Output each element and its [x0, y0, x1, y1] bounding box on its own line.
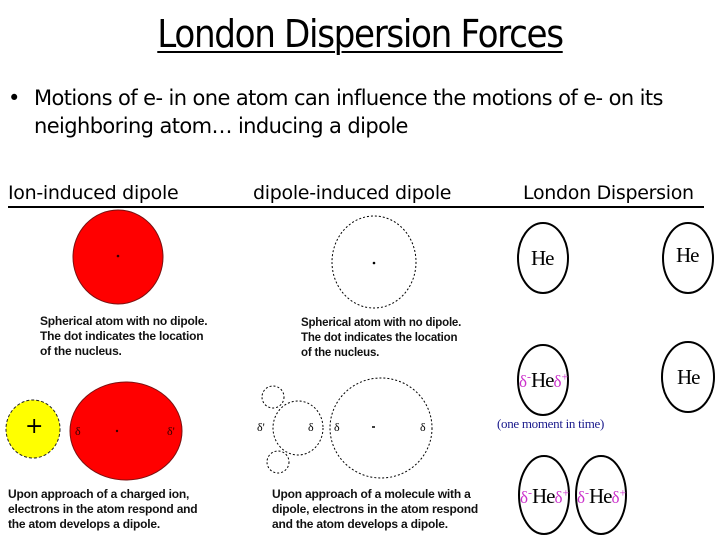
dipole-top-caption: Spherical atom with no dipole. The dot i… [301, 316, 461, 361]
molecule-center-atom [272, 400, 324, 456]
caption-line: and the atom develops a dipole. [272, 517, 448, 531]
minus-sign: - [585, 485, 590, 500]
nucleus-dot [115, 429, 119, 433]
caption-line: of the nucleus. [40, 344, 122, 358]
moment-caption: (one moment in time) [497, 416, 605, 431]
nucleus-dot [116, 254, 120, 258]
caption-line: Upon approach of a charged ion, [8, 487, 190, 501]
header-underline [8, 206, 704, 208]
minus-sign: - [527, 369, 532, 384]
caption-line: Spherical atom with no dipole. [301, 317, 462, 329]
header-dipole-induced: dipole-induced dipole [253, 182, 452, 204]
delta-minus: δ [577, 488, 586, 507]
delta-label: δ [308, 420, 314, 434]
delta-label: δ [420, 420, 426, 434]
delta-minus: δ [519, 372, 528, 391]
delta-plus: δ [553, 372, 562, 391]
delta-label: δ [334, 420, 340, 434]
he-atom-4 [661, 341, 715, 413]
delta-minus: δ [520, 488, 529, 507]
he-atom-1 [517, 222, 569, 294]
he-atom-2 [662, 222, 714, 294]
delta-plus: δ [611, 488, 620, 507]
plus-sign: + [562, 485, 570, 500]
ion-top-caption: Spherical atom with no dipole. The dot i… [40, 314, 208, 359]
bullet-point: • Motions of e- in one atom can influenc… [8, 84, 708, 140]
bullet-text: Motions of e- in one atom can influence … [34, 86, 663, 138]
plus-sign: + [561, 369, 569, 384]
caption-line: dipole, electrons in the atom respond [272, 502, 478, 516]
nucleus-dot [372, 261, 376, 265]
induced-atom-outline [329, 377, 433, 479]
he-atom-3-dipole [517, 344, 569, 416]
caption-line: The dot indicates the location [40, 329, 204, 343]
he-atom-5-dipole [518, 455, 570, 535]
polarized-atom-red [69, 381, 183, 481]
he-text: He [531, 368, 554, 392]
he-dipole-label: δ-Heδ+ [519, 368, 568, 393]
slide-title: London Dispersion Forces [157, 12, 564, 56]
molecule-small-atom-bottom [266, 450, 290, 474]
charged-ion-yellow [5, 399, 61, 459]
he-dipole-label: δ-Heδ+ [577, 484, 626, 509]
he-text: He [589, 484, 612, 508]
header-ion-induced: Ion-induced dipole [8, 182, 179, 204]
he-text: He [532, 484, 555, 508]
caption-line: Spherical atom with no dipole. [40, 314, 208, 328]
he-dipole-label: δ-Heδ+ [520, 484, 569, 509]
plus-sign: + [619, 485, 627, 500]
ion-bottom-caption: Upon approach of a charged ion, electron… [8, 487, 198, 532]
molecule-small-atom-top [261, 385, 285, 409]
header-london-dispersion: London Dispersion [523, 182, 694, 204]
spherical-atom-outline [331, 215, 417, 309]
caption-line: The dot indicates the location [301, 332, 458, 344]
delta-label: δ' [167, 424, 175, 438]
he-label: He [531, 246, 554, 270]
dipole-bottom-caption: Upon approach of a molecule with a dipol… [272, 487, 478, 532]
delta-plus: δ [554, 488, 563, 507]
minus-sign: - [528, 485, 533, 500]
caption-line: of the nucleus. [301, 347, 380, 359]
delta-label: δ' [257, 420, 265, 434]
delta-label: δ [75, 424, 81, 438]
caption-line: Upon approach of a molecule with a [272, 487, 471, 501]
caption-line: electrons in the atom respond and [8, 502, 198, 516]
he-label: He [676, 243, 699, 267]
bullet-icon: • [8, 86, 20, 110]
he-atom-6-dipole [575, 455, 627, 535]
he-label: He [677, 365, 700, 389]
ion-plus-sign: + [25, 414, 44, 439]
caption-line: the atom develops a dipole. [8, 517, 160, 531]
